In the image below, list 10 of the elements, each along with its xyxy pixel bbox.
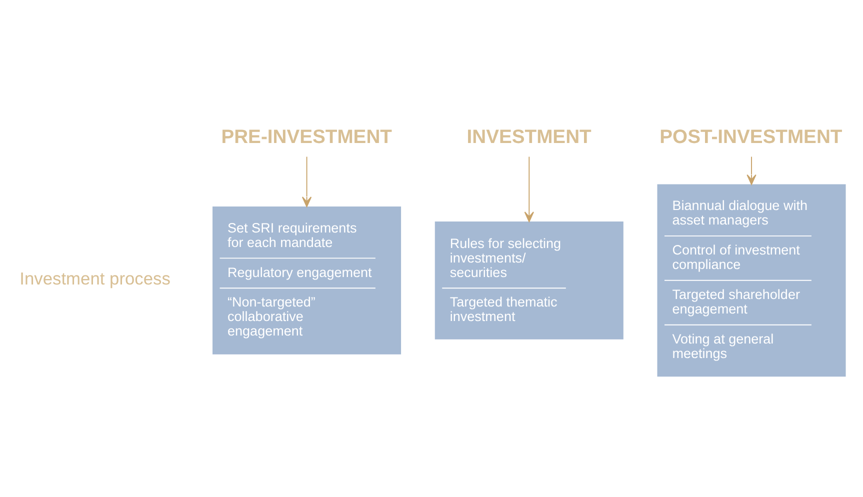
node-text: PRE-INVESTMENT [221, 126, 392, 148]
arrow [746, 156, 756, 184]
arrow [302, 156, 312, 207]
node-box: Set SRI requirements for each mandate Regulatory engagement “Non-targeted” collaborative engagement [212, 206, 402, 354]
arrow [524, 156, 534, 222]
node-box: Rules for selecting investments/ securities Targeted thematic investment [434, 220, 624, 339]
node-box: Biannual dialogue with asset managers Control of investment compliance Targeted shareholder engagement Voting at general meetings [657, 184, 846, 376]
label: Investment process [20, 268, 170, 288]
node-text: POST-INVESTMENT [660, 126, 842, 148]
node-text: INVESTMENT [466, 126, 592, 148]
